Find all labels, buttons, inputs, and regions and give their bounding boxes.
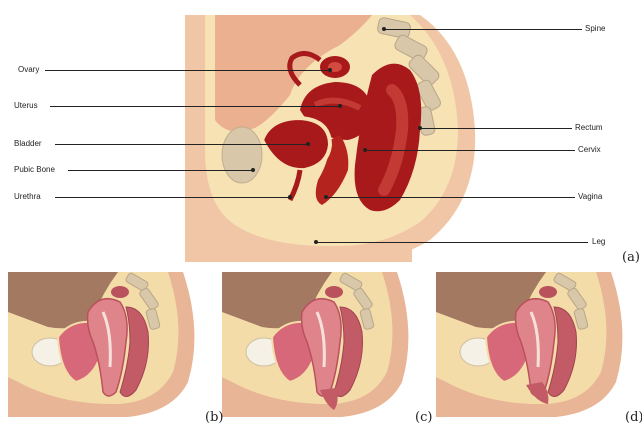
panel-tag-b: (b) [205,410,223,425]
subpanel-d-illustration [436,272,622,417]
subpanel-c-illustration [222,272,408,417]
panel-tag-c: (c) [415,410,432,425]
subpanel-b-illustration [8,272,194,417]
panel-tag-d: (d) [625,410,642,425]
